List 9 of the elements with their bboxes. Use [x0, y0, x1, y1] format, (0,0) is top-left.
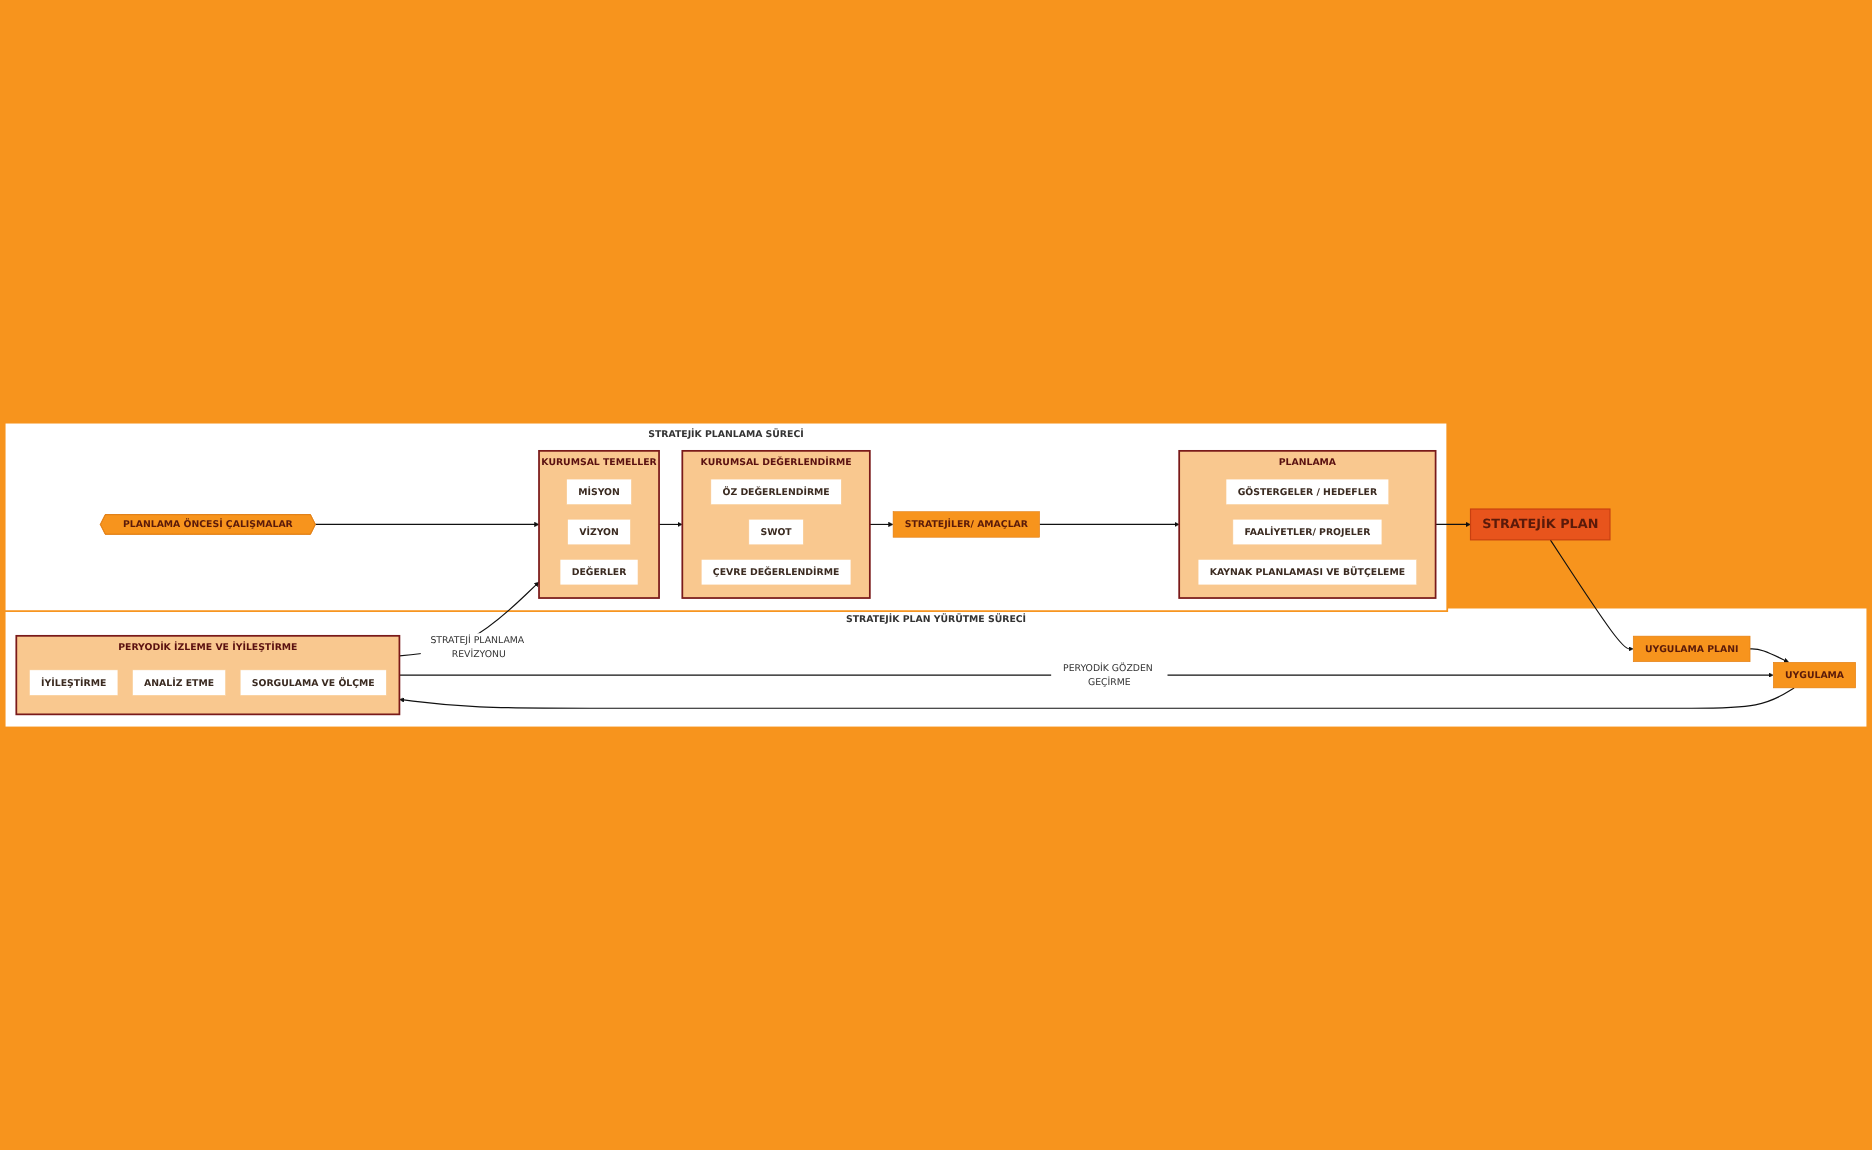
- arrow: [658, 521, 683, 527]
- arrow: [1549, 539, 1634, 652]
- arrow: [314, 521, 540, 527]
- arrow: [399, 687, 1795, 709]
- arrow: [1749, 648, 1789, 663]
- arrow: [398, 672, 1774, 678]
- arrow: [869, 521, 894, 527]
- arrow: [1039, 521, 1180, 527]
- arrow: [1435, 521, 1471, 527]
